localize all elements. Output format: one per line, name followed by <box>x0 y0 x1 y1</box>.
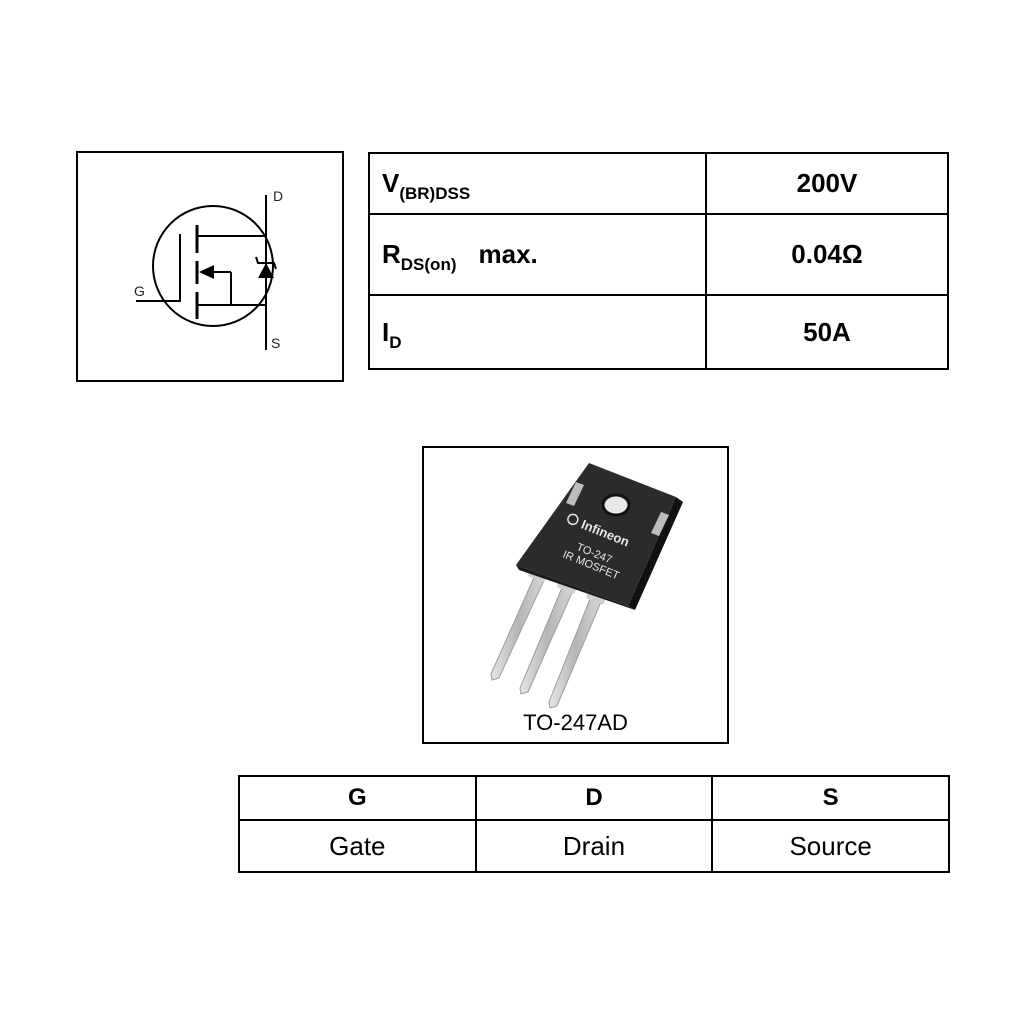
pin-name-gate: Gate <box>238 819 477 873</box>
pin-name-drain: Drain <box>474 819 714 873</box>
pin-table: G D S Gate Drain Source <box>238 775 950 873</box>
pin-name-source: Source <box>711 819 950 873</box>
pin-header-g: G <box>238 775 477 821</box>
pin-name-row: Gate Drain Source <box>238 819 950 873</box>
mounting-hole <box>601 493 631 517</box>
spec-row-rdson: RDS(on)max. 0.04Ω <box>368 213 949 296</box>
spec-value: 0.04Ω <box>705 213 949 296</box>
spec-row-id: ID 50A <box>368 294 949 370</box>
pin-label-d: D <box>273 188 283 204</box>
spec-table: V(BR)DSS 200V RDS(on)max. 0.04Ω ID 50A <box>368 152 949 370</box>
pin-label-s: S <box>271 335 280 351</box>
spec-name: RDS(on)max. <box>368 213 707 296</box>
pin-label-g: G <box>134 283 145 299</box>
package-caption: TO-247AD <box>523 710 628 735</box>
body-arrow-icon <box>199 265 214 279</box>
spec-name: V(BR)DSS <box>368 152 707 215</box>
to247-package-image: Infineon TO-247 IR MOSFET <box>490 463 683 709</box>
mosfet-symbol-box: D G S <box>76 151 344 382</box>
package-box: Infineon TO-247 IR MOSFET TO-247AD <box>422 446 729 744</box>
spec-value: 200V <box>705 152 949 215</box>
spec-value: 50A <box>705 294 949 370</box>
package-body-image <box>516 463 676 606</box>
diode-icon <box>258 263 274 278</box>
gate-lead <box>136 234 181 302</box>
spec-row-vbrdss: V(BR)DSS 200V <box>368 152 949 215</box>
pin-header-d: D <box>474 775 714 821</box>
mosfet-symbol-icon: D G S <box>134 188 283 351</box>
spec-name: ID <box>368 294 707 370</box>
symbol-circle <box>152 205 274 327</box>
pin-header-row: G D S <box>238 775 950 821</box>
pin-header-s: S <box>711 775 950 821</box>
